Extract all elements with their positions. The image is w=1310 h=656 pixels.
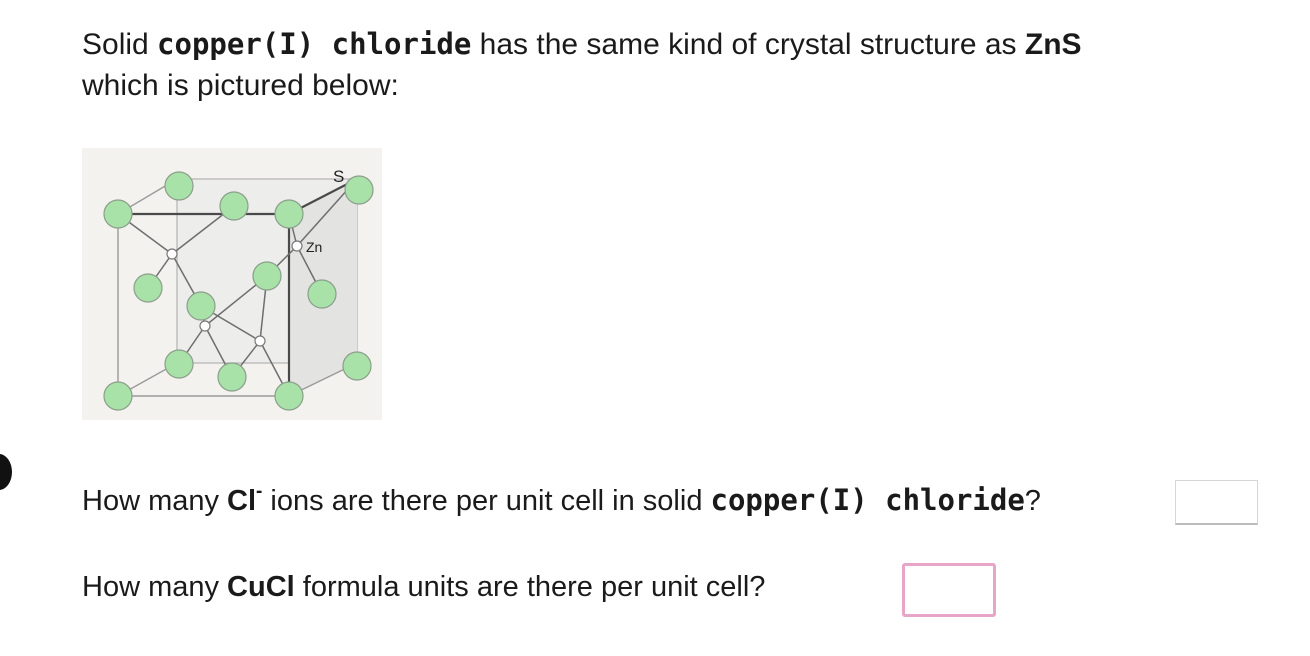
sulfur-atoms (103, 171, 374, 411)
zinc-atoms (166, 240, 303, 347)
intro-compound: copper(I) chloride (157, 27, 472, 61)
chloride-symbol: Cl (227, 485, 257, 517)
edge-artifact (0, 454, 12, 490)
question-cucl-units: How many CuCl formula units are there pe… (82, 569, 765, 605)
question-text-part: ions are there per unit cell in solid (262, 485, 711, 517)
question-text-part: How many (82, 485, 228, 517)
question-text-part: formula units are there per unit cell? (294, 571, 766, 603)
cl-ions-answer-input[interactable] (1175, 480, 1258, 525)
cucl-units-answer-input[interactable] (902, 563, 996, 617)
intro-text-part: Solid (82, 28, 158, 61)
question-text-part: ? (1024, 485, 1041, 517)
sulfur-label: S (333, 167, 344, 186)
chloride-charge: - (256, 481, 263, 503)
intro-zns: ZnS (1024, 28, 1082, 61)
question-compound: copper(I) chloride (710, 483, 1025, 517)
zinc-label: Zn (306, 239, 322, 255)
intro-text-part: has the same kind of crystal structure a… (471, 28, 1025, 61)
cucl-formula: CuCl (227, 571, 295, 603)
intro-text: Solid copper(I) chloride has the same ki… (82, 24, 1262, 106)
unit-cell-diagram: S Zn (103, 167, 374, 411)
intro-text-part: which is pictured below: (82, 69, 399, 102)
question-cl-ions: How many Cl- ions are there per unit cel… (82, 482, 1041, 519)
zns-crystal-structure-figure: S Zn (82, 148, 382, 420)
question-text-part: How many (82, 571, 228, 603)
